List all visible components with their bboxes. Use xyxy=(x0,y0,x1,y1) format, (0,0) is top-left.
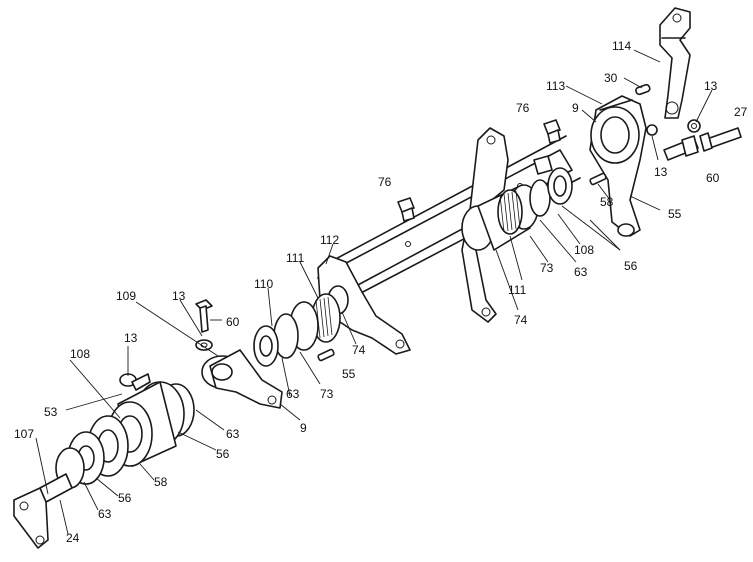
callout-110: 110 xyxy=(254,277,273,291)
callout-114: 114 xyxy=(612,39,631,53)
bolt-60-right xyxy=(663,135,699,161)
callout-60-left: 60 xyxy=(226,315,240,329)
key-58-right xyxy=(589,172,607,186)
callout-55-middle: 55 xyxy=(342,367,356,381)
callout-63-center: 63 xyxy=(286,387,300,401)
callout-13-left: 13 xyxy=(124,331,138,345)
callout-53: 53 xyxy=(44,405,58,419)
bolt-60-left xyxy=(195,299,213,333)
callout-109: 109 xyxy=(116,289,136,303)
pin-30 xyxy=(635,83,651,96)
callout-56-lower-left: 56 xyxy=(118,491,132,505)
callout-24: 24 xyxy=(66,531,80,545)
callout-74-right: 74 xyxy=(514,313,528,327)
callout-76-upper: 76 xyxy=(516,101,530,115)
bolt-76-upper xyxy=(543,119,561,144)
callout-108-left: 108 xyxy=(70,347,90,361)
callout-111-center: 111 xyxy=(286,251,305,265)
washer-13-right xyxy=(646,124,658,136)
callout-113: 113 xyxy=(546,79,565,93)
callout-63-right: 63 xyxy=(574,265,588,279)
shaft-24-end xyxy=(39,473,73,503)
callout-30: 30 xyxy=(604,71,618,85)
upper-lever-114 xyxy=(659,7,691,119)
bolt-76-middle xyxy=(397,197,415,222)
callout-27: 27 xyxy=(734,105,748,119)
callout-111-right: 111 xyxy=(508,283,527,297)
callout-13-center: 13 xyxy=(172,289,186,303)
pin-55-middle xyxy=(317,348,335,362)
callout-73-center: 73 xyxy=(320,387,334,401)
callout-60-right: 60 xyxy=(706,171,720,185)
right-coupling-assembly xyxy=(461,155,573,251)
callout-55-right: 55 xyxy=(668,207,682,221)
left-coupling-assembly xyxy=(55,381,195,489)
callout-9-right: 9 xyxy=(572,101,579,115)
bolt-27 xyxy=(699,127,742,152)
callout-56-right: 56 xyxy=(624,259,638,273)
callout-63-left: 63 xyxy=(226,427,240,441)
callout-107: 107 xyxy=(14,427,34,441)
center-coupling-assembly xyxy=(253,293,341,367)
left-bracket-109 xyxy=(201,349,283,409)
callout-112: 112 xyxy=(320,233,339,247)
right-bearing-bracket-113 xyxy=(589,95,647,237)
callout-13-right: 13 xyxy=(654,165,668,179)
callout-labels: 114 30 13 27 113 9 76 13 60 58 55 76 108… xyxy=(14,39,748,545)
callout-9-left: 9 xyxy=(300,421,307,435)
callout-58-right: 58 xyxy=(600,195,614,209)
callout-58-left: 58 xyxy=(154,475,168,489)
callout-13-top-right: 13 xyxy=(704,79,718,93)
callout-76-middle: 76 xyxy=(378,175,392,189)
washer-13-upper xyxy=(687,119,701,133)
callout-63-lower-left: 63 xyxy=(98,507,112,521)
callout-56-left: 56 xyxy=(216,447,230,461)
leader-lines xyxy=(35,49,713,535)
callout-74-center: 74 xyxy=(352,343,366,357)
washer-13-left xyxy=(195,339,213,351)
callout-73-right: 73 xyxy=(540,261,554,275)
callout-108-right: 108 xyxy=(574,243,594,257)
